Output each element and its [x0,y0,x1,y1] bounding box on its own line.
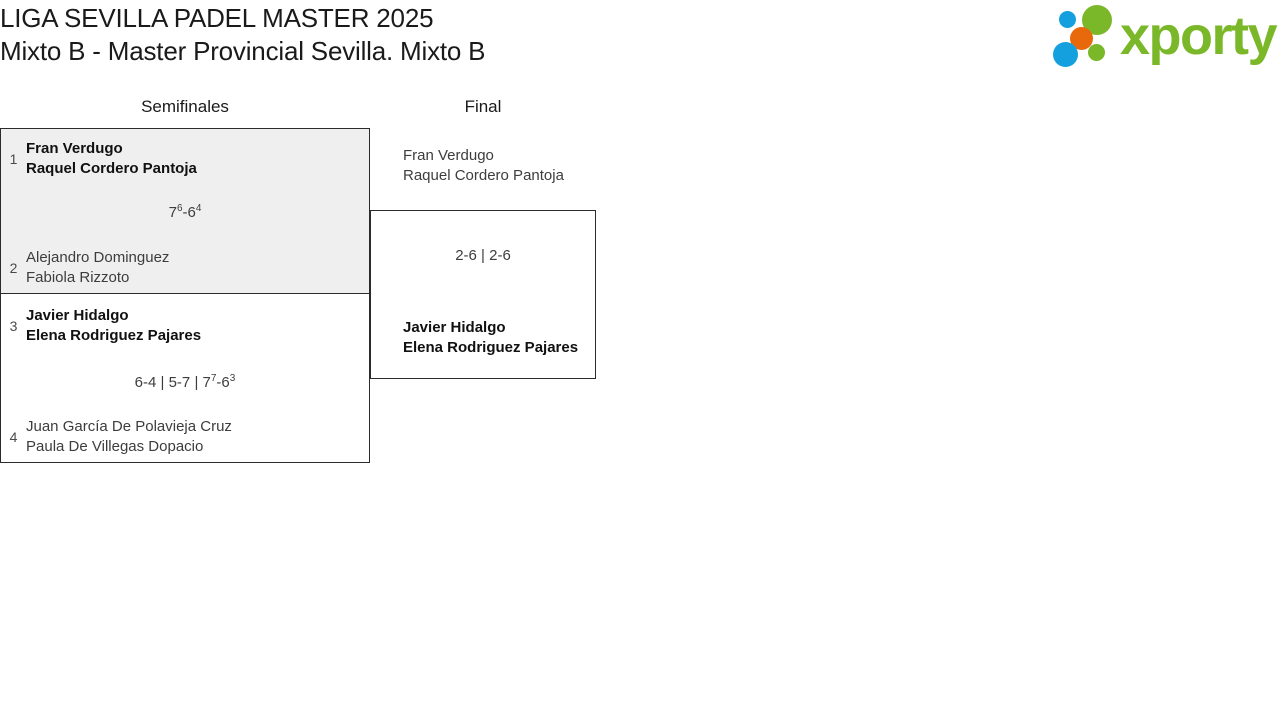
match-final-team-bottom[interactable]: Javier Hidalgo Elena Rodriguez Pajares [371,318,595,357]
team-players: Fran Verdugo Raquel Cordero Pantoja [403,146,595,185]
player-name: Javier Hidalgo [26,307,129,324]
score-set-games: 5-7 [168,374,191,391]
match-semifinal-2[interactable]: 3 Javier Hidalgo Elena Rodriguez Pajares… [0,293,370,463]
player-name: Juan García De Polavieja Cruz [26,418,232,435]
match-sf1-team-bottom[interactable]: 2 Alejandro Dominguez Fabiola Rizzoto [1,248,369,287]
match-sf2-score: 6-4 | 5-7 | 77-63 [1,373,369,392]
player-name: Javier Hidalgo [403,319,506,336]
score-set-games: 6-4 [134,374,157,391]
round-header-semifinales: Semifinales [141,97,229,116]
logo-dot-blue-small [1059,11,1076,28]
match-final-team-top[interactable]: Fran Verdugo Raquel Cordero Pantoja [371,146,595,185]
player-name: Fabiola Rizzoto [26,268,130,286]
score-tiebreak: 7 [210,373,217,384]
seed-number: 1 [9,150,18,167]
player-name: Fran Verdugo [403,147,494,164]
match-final[interactable]: Fran Verdugo Raquel Cordero Pantoja 2-6 … [370,147,596,379]
xporty-logo[interactable]: xporty [1048,2,1278,70]
score-separator: | [190,374,203,391]
player-name: Elena Rodriguez Pajares [26,326,202,344]
score-set-games: 7 [168,204,177,221]
seed-number: 2 [9,259,18,276]
player-name: Alejandro Dominguez [26,249,170,266]
score-set-games: 7 [202,374,211,391]
logo-dot-green-small [1088,44,1105,61]
player-name: Raquel Cordero Pantoja [26,159,197,177]
match-semifinal-1[interactable]: 1 Fran Verdugo Raquel Cordero Pantoja 76… [0,128,370,294]
team-players: Fran Verdugo Raquel Cordero Pantoja [26,139,369,178]
team-players: Javier Hidalgo Elena Rodriguez Pajares [26,306,369,345]
logo-wordmark: xporty [1120,6,1278,66]
round-header-final: Final [464,97,502,116]
logo-dots-icon [1048,2,1124,70]
logo-dot-orange [1070,27,1093,50]
tournament-title-block: LIGA SEVILLA PADEL MASTER 2025 Mixto B -… [0,2,1000,68]
match-final-score: 2-6 | 2-6 [455,247,511,264]
tournament-title: LIGA SEVILLA PADEL MASTER 2025 [0,3,434,33]
player-name: Fran Verdugo [26,140,123,157]
seed-number: 3 [9,317,18,334]
player-name: Paula De Villegas Dopacio [26,437,204,455]
logo-dot-blue-large [1053,42,1078,67]
score-set-games: 6 [221,374,230,391]
player-name: Elena Rodriguez Pajares [403,338,579,356]
tournament-subtitle: Mixto B - Master Provincial Sevilla. Mix… [0,36,486,66]
team-players: Juan García De Polavieja Cruz Paula De V… [26,417,369,456]
score-separator: - [182,204,188,221]
match-sf2-team-bottom[interactable]: 4 Juan García De Polavieja Cruz Paula De… [1,417,369,456]
player-name: Raquel Cordero Pantoja [403,166,564,184]
score-separator: - [216,374,222,391]
team-players: Javier Hidalgo Elena Rodriguez Pajares [403,318,595,357]
score-tiebreak: 6 [176,203,183,214]
team-players: Alejandro Dominguez Fabiola Rizzoto [26,248,369,287]
score-set-games: 6 [187,204,196,221]
score-separator: | [156,374,169,391]
match-sf2-team-top[interactable]: 3 Javier Hidalgo Elena Rodriguez Pajares [1,306,369,345]
page-header: LIGA SEVILLA PADEL MASTER 2025 Mixto B -… [0,0,1280,88]
seed-number: 4 [9,428,18,445]
match-sf1-team-top[interactable]: 1 Fran Verdugo Raquel Cordero Pantoja [1,139,369,178]
match-sf1-score: 76-64 [1,203,369,222]
score-tiebreak: 4 [195,203,202,214]
score-tiebreak: 3 [229,373,236,384]
